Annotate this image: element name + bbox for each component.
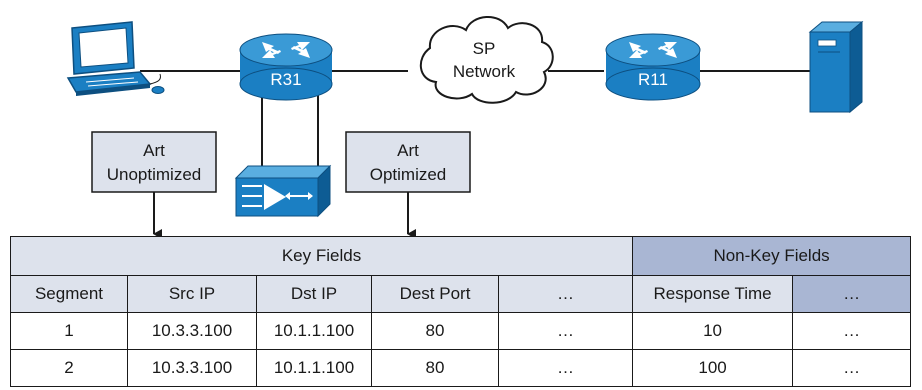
art-optimized-line2: Optimized xyxy=(370,165,447,184)
table-cell: … xyxy=(792,349,912,387)
column-header: Dst IP xyxy=(256,275,372,313)
table-cell: … xyxy=(792,312,912,350)
server-icon xyxy=(808,20,864,114)
nonkey-fields-header: Non-Key Fields xyxy=(632,236,912,276)
table-cell: 10.3.3.100 xyxy=(127,349,257,387)
art-unoptimized-line2: Unoptimized xyxy=(107,165,202,184)
router-r31: R31 xyxy=(239,33,333,101)
art-optimized-callout: Art Optimized xyxy=(345,131,471,236)
network-links xyxy=(140,70,816,170)
table-cell: 10.3.3.100 xyxy=(127,312,257,350)
table-row: 1 10.3.3.100 10.1.1.100 80 … 10 … xyxy=(10,312,912,350)
key-fields-header: Key Fields xyxy=(9,236,634,276)
router-r31-label: R31 xyxy=(270,70,301,89)
table-cell: 10 xyxy=(632,312,794,350)
art-unoptimized-callout: Art Unoptimized xyxy=(91,131,217,236)
table-cell: 100 xyxy=(632,349,794,387)
network-diagram: R31 SP Network R11 xyxy=(66,16,864,236)
table-column-header-row: Segment Src IP Dst IP Dest Port … Respon… xyxy=(10,275,912,313)
art-optimized-line1: Art xyxy=(397,141,419,160)
table-cell: 10.1.1.100 xyxy=(256,312,372,350)
cloud-label-line1: SP xyxy=(473,39,496,58)
column-header: Segment xyxy=(10,275,128,313)
table-group-header-row: Key Fields Non-Key Fields xyxy=(9,236,912,276)
table-cell: 2 xyxy=(10,349,128,387)
column-header: Response Time xyxy=(632,275,794,313)
column-header: Src IP xyxy=(127,275,257,313)
art-unoptimized-line1: Art xyxy=(143,141,165,160)
flow-fields-table: Key Fields Non-Key Fields Segment Src IP… xyxy=(9,236,912,387)
table-cell: … xyxy=(497,349,634,387)
wan-appliance-icon xyxy=(234,164,332,218)
column-header: Dest Port xyxy=(371,275,499,313)
column-header: … xyxy=(792,275,912,313)
table-cell: 1 xyxy=(10,312,128,350)
table-cell: 80 xyxy=(371,349,499,387)
cloud-label-line2: Network xyxy=(453,62,516,81)
column-header: … xyxy=(497,275,634,313)
router-r11: R11 xyxy=(605,33,701,101)
router-r11-label: R11 xyxy=(638,70,668,89)
table-row: 2 10.3.3.100 10.1.1.100 80 … 100 … xyxy=(10,349,912,387)
pc-icon xyxy=(66,21,165,96)
table-cell: 80 xyxy=(371,312,499,350)
table-cell: 10.1.1.100 xyxy=(256,349,372,387)
table-cell: … xyxy=(497,312,634,350)
sp-network-cloud: SP Network xyxy=(420,16,554,104)
